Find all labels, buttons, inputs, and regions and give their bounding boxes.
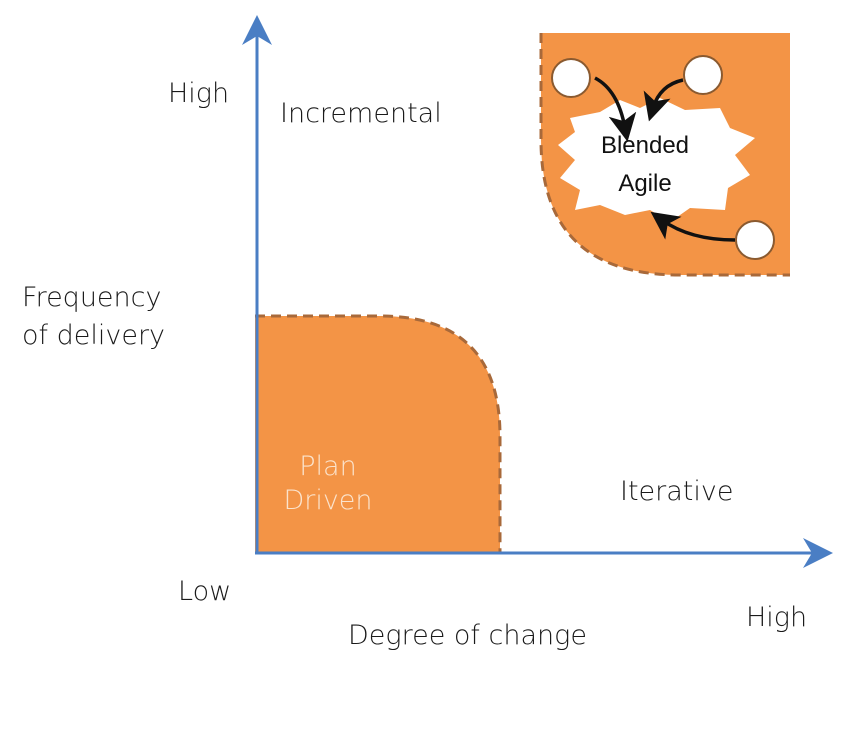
- merge-arrow-1: [594, 76, 637, 142]
- iterative-label: Iterative: [620, 476, 734, 507]
- blended-agile-label-line1: Blended: [600, 132, 690, 159]
- starburst-shape: [558, 98, 755, 222]
- source-circle-2: [683, 55, 723, 95]
- x-axis-high-label: High: [746, 602, 808, 633]
- blended-agile-border: [539, 33, 790, 277]
- x-axis-low-label: Low: [178, 576, 232, 607]
- merge-arrow-3: [650, 211, 736, 242]
- merge-arrow-2: [643, 78, 684, 122]
- incremental-label: Incremental: [280, 98, 442, 129]
- blended-agile-label-line2: Agile: [618, 170, 672, 197]
- plan-driven-region: [255, 316, 500, 553]
- source-circle-3: [735, 220, 775, 260]
- plan-driven-label-line1: Plan: [299, 451, 357, 482]
- y-axis-high-label: High: [168, 78, 230, 109]
- y-axis-title-line1: Frequency: [22, 282, 162, 313]
- x-axis-title: Degree of change: [348, 620, 587, 651]
- y-axis-title-line2: of delivery: [22, 320, 166, 351]
- plan-driven-label-line2: Driven: [283, 485, 373, 516]
- source-circle-1: [551, 58, 591, 98]
